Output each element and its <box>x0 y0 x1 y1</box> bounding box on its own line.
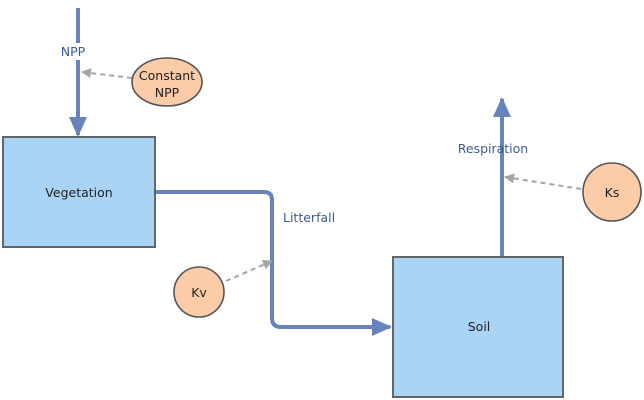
kv-node[interactable] <box>173 266 225 318</box>
litterfall-flow-arrow <box>155 190 392 336</box>
constant-npp-label-line1: Constant <box>139 68 195 83</box>
ks-link <box>504 173 582 190</box>
kv-link <box>225 260 273 282</box>
vegetation-label: Vegetation <box>45 185 112 200</box>
soil-stock[interactable] <box>392 256 564 398</box>
constant-npp-link <box>81 68 133 79</box>
npp-label: NPP <box>61 44 86 59</box>
npp-label-backdrop <box>57 43 90 60</box>
ks-label: Ks <box>605 185 620 200</box>
constant-npp-node[interactable] <box>131 57 203 107</box>
kv-label: Kv <box>191 285 207 300</box>
litterfall-label: Litterfall <box>283 210 335 225</box>
constant-npp-label-line2: NPP <box>155 85 180 100</box>
soil-label: Soil <box>468 319 491 334</box>
respiration-label: Respiration <box>458 141 528 156</box>
vegetation-stock[interactable] <box>2 136 156 248</box>
ks-node[interactable] <box>582 162 642 222</box>
